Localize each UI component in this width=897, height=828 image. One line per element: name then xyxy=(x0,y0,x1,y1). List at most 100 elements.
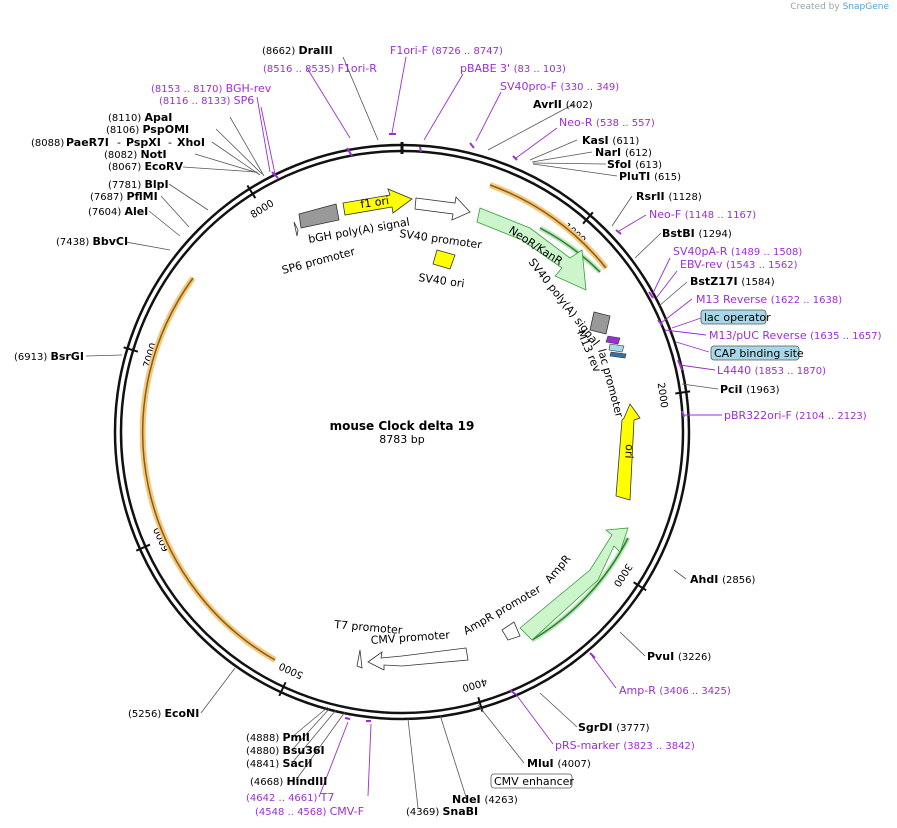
snapgene-credit: Created by SnapGene xyxy=(790,2,889,12)
site-name: BlpI xyxy=(144,178,168,191)
site-label: (8067) EcoRV xyxy=(108,160,183,173)
plasmid-name: mouse Clock delta 19 xyxy=(330,419,475,433)
site-pos: (5256) xyxy=(128,709,164,720)
sv40-ori-box xyxy=(432,249,456,270)
site-label: (4880) Bsu36I xyxy=(246,744,325,757)
primer-label: pBR322ori-F (2104 .. 2123) xyxy=(724,409,867,422)
site-label: (4841) SacII xyxy=(246,757,313,770)
site-label: BstBI (1294) xyxy=(662,227,732,240)
lac-operator-mark xyxy=(608,343,625,353)
ampr-arrow xyxy=(519,527,629,641)
t7-promoter-label: T7 promoter xyxy=(333,618,404,637)
primer-label: (8153 .. 8170) BGH-rev xyxy=(151,82,272,95)
primer-range: (538 .. 557) xyxy=(596,118,655,129)
site-pos: (8067) xyxy=(108,162,144,173)
primer-range: (1622 .. 1638) xyxy=(771,295,843,306)
primer-name: CMV-F xyxy=(330,805,364,818)
tick-label: 2000 xyxy=(655,382,669,409)
neor-arrow xyxy=(476,207,587,291)
primer-range: (1148 .. 1167) xyxy=(685,210,757,221)
sp6-promoter-arrow xyxy=(293,221,299,237)
primer-range: (1635 .. 1657) xyxy=(810,331,882,342)
primer-range: (4642 .. 4661) xyxy=(246,793,321,804)
site-name: MluI xyxy=(527,757,557,770)
site-name: SgrDI xyxy=(578,721,616,734)
site-pos: (4888) xyxy=(246,733,282,744)
credit-brand: SnapGene xyxy=(842,2,889,12)
site-label: RsrII (1128) xyxy=(636,190,702,203)
cap-site-box xyxy=(710,345,800,361)
site-name: PluTI xyxy=(619,170,654,183)
primer-label: (4548 .. 4568) CMV-F xyxy=(255,805,364,818)
site-name: DraIII xyxy=(298,44,332,57)
plasmid-length: 8783 bp xyxy=(379,433,424,446)
primer-name: F1ori-F xyxy=(390,44,431,57)
site-pos: (4263) xyxy=(484,795,517,806)
lac-promoter-label: lac promoter xyxy=(595,347,626,419)
primer-range: (4548 .. 4568) xyxy=(255,807,330,818)
site-pos: (402) xyxy=(566,100,593,111)
site-pos: (1128) xyxy=(668,192,701,203)
primer-range: (2104 .. 2123) xyxy=(795,411,867,422)
site-name: ApaI xyxy=(144,111,172,124)
primer-range: (3406 .. 3425) xyxy=(659,686,731,697)
site-label: (7604) AleI xyxy=(88,205,148,218)
primer-name: Neo-R xyxy=(559,116,596,129)
site-name: PciI xyxy=(720,383,746,396)
sv40-polya-box xyxy=(589,311,611,335)
primer-label: Amp-R (3406 .. 3425) xyxy=(619,684,731,697)
tick-label: 5000 xyxy=(277,660,305,681)
site-name: KasI xyxy=(582,134,612,147)
site-pos: (2856) xyxy=(722,575,755,586)
ori-label: ori xyxy=(622,444,636,459)
boxed-labels: lac operator CAP binding site CMV enhanc… xyxy=(490,309,804,789)
primer-range: (8726 .. 8747) xyxy=(431,46,503,57)
site-name: HindIII xyxy=(286,775,327,788)
site-label: BstZ17I (1584) xyxy=(690,275,775,288)
leader-lines xyxy=(85,56,719,809)
multi-site-sep1: - xyxy=(117,136,121,149)
site-label: (8106) PspOMI xyxy=(106,123,189,136)
site-label: MluI (4007) xyxy=(527,757,591,770)
site-pos: (7687) xyxy=(90,192,126,203)
primer-range: (1489 .. 1508) xyxy=(731,247,803,258)
cap-site-text: CAP binding site xyxy=(714,347,804,360)
site-pos: (7604) xyxy=(88,207,124,218)
ampr-promoter-arrow xyxy=(501,621,521,641)
primer-name: SV40pro-F xyxy=(500,80,561,93)
site-label: (8662) DraIII xyxy=(262,44,333,57)
multi-site-label: (8088) PaeR7I - PspXI - XhoI xyxy=(31,136,205,149)
tick-mark xyxy=(135,543,151,552)
primer-name: M13 Reverse xyxy=(696,293,771,306)
primer-label: F1ori-F (8726 .. 8747) xyxy=(390,44,503,57)
primer-range: (83 .. 103) xyxy=(514,64,566,75)
primer-label: (8516 .. 8535) F1ori-R xyxy=(263,62,377,75)
cmv-promoter-label: CMV promoter xyxy=(370,628,450,647)
tick-mark xyxy=(633,581,647,592)
primer-label: EBV-rev (1543 .. 1562) xyxy=(680,258,798,271)
t7-promoter-arrow xyxy=(356,649,363,669)
lac-operator-text: lac operator xyxy=(704,311,771,324)
site-name: PflMI xyxy=(126,190,157,203)
site-label: KasI (611) xyxy=(582,134,639,147)
primer-label: L4440 (1853 .. 1870) xyxy=(717,364,826,377)
site-name: BstZ17I xyxy=(690,275,741,288)
site-label: (8082) NotI xyxy=(104,148,167,161)
site-label: SgrDI (3777) xyxy=(578,721,650,734)
site-label: AhdI (2856) xyxy=(690,573,755,586)
site-label: PluTI (615) xyxy=(619,170,681,183)
primer-label: M13/pUC Reverse (1635 .. 1657) xyxy=(709,329,882,342)
site-name: SacII xyxy=(282,757,312,770)
feature-shapes xyxy=(293,188,641,671)
primer-name: L4440 xyxy=(717,364,755,377)
site-pos: (612) xyxy=(625,148,652,159)
site-label: (7687) PflMI xyxy=(90,190,158,203)
multi-site-name1: PaeR7I xyxy=(66,136,109,149)
site-label: SfoI (613) xyxy=(607,158,662,171)
primer-name: pBR322ori-F xyxy=(724,409,795,422)
site-name: AhdI xyxy=(690,573,722,586)
tick-mark xyxy=(278,681,287,697)
tick-mark xyxy=(675,390,691,395)
cmv-promoter-arrow xyxy=(367,647,469,671)
